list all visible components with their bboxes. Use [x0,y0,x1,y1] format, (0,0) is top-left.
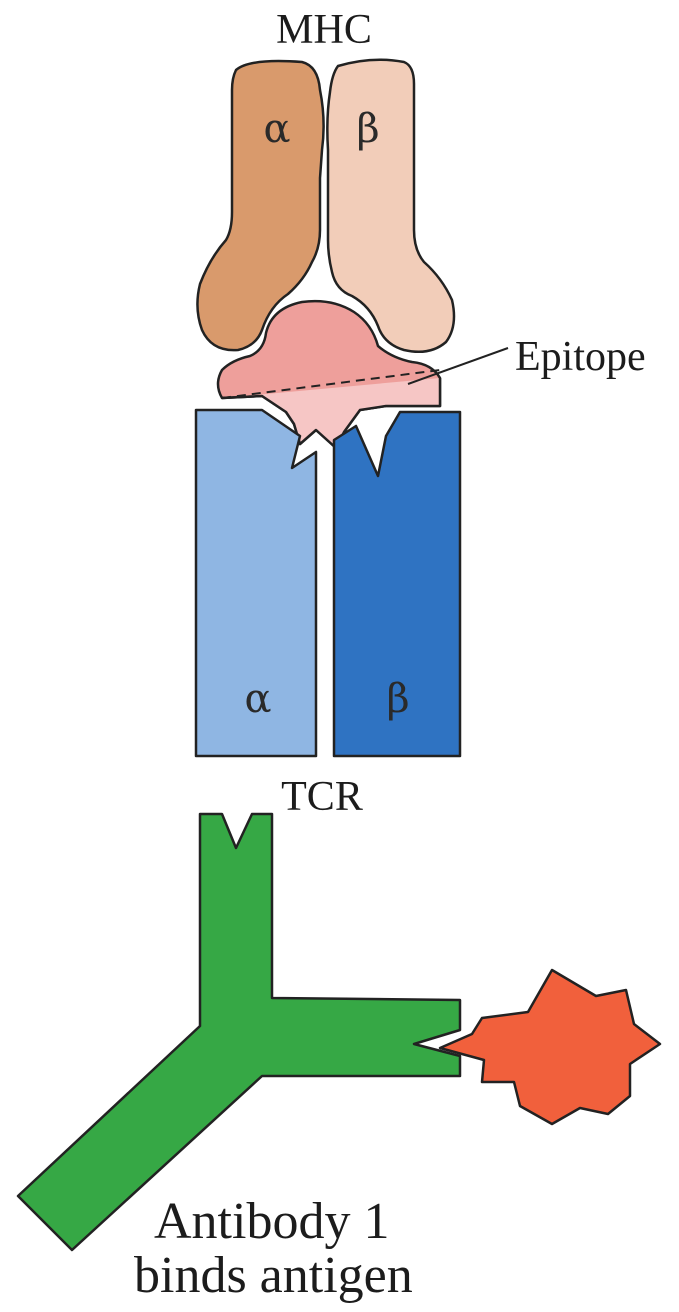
antibody-shape [18,814,460,1250]
caption-line-1: Antibody 1 [154,1193,389,1250]
caption-line-2: binds antigen [134,1247,413,1304]
tcr-complex: α β TCR [196,410,460,820]
tcr-beta-label: β [386,676,409,722]
mhc-alpha-label: α [263,106,290,152]
tcr-alpha-label: α [244,676,271,722]
mhc-complex: MHC α β [197,7,454,352]
mhc-beta-label: β [356,106,379,152]
tcr-title: TCR [281,774,363,820]
mhc-title: MHC [276,7,372,53]
epitope-label: Epitope [515,334,646,380]
antibody-antigen: Antibody 1 binds antigen [18,814,660,1304]
antigen-shape [440,970,660,1124]
